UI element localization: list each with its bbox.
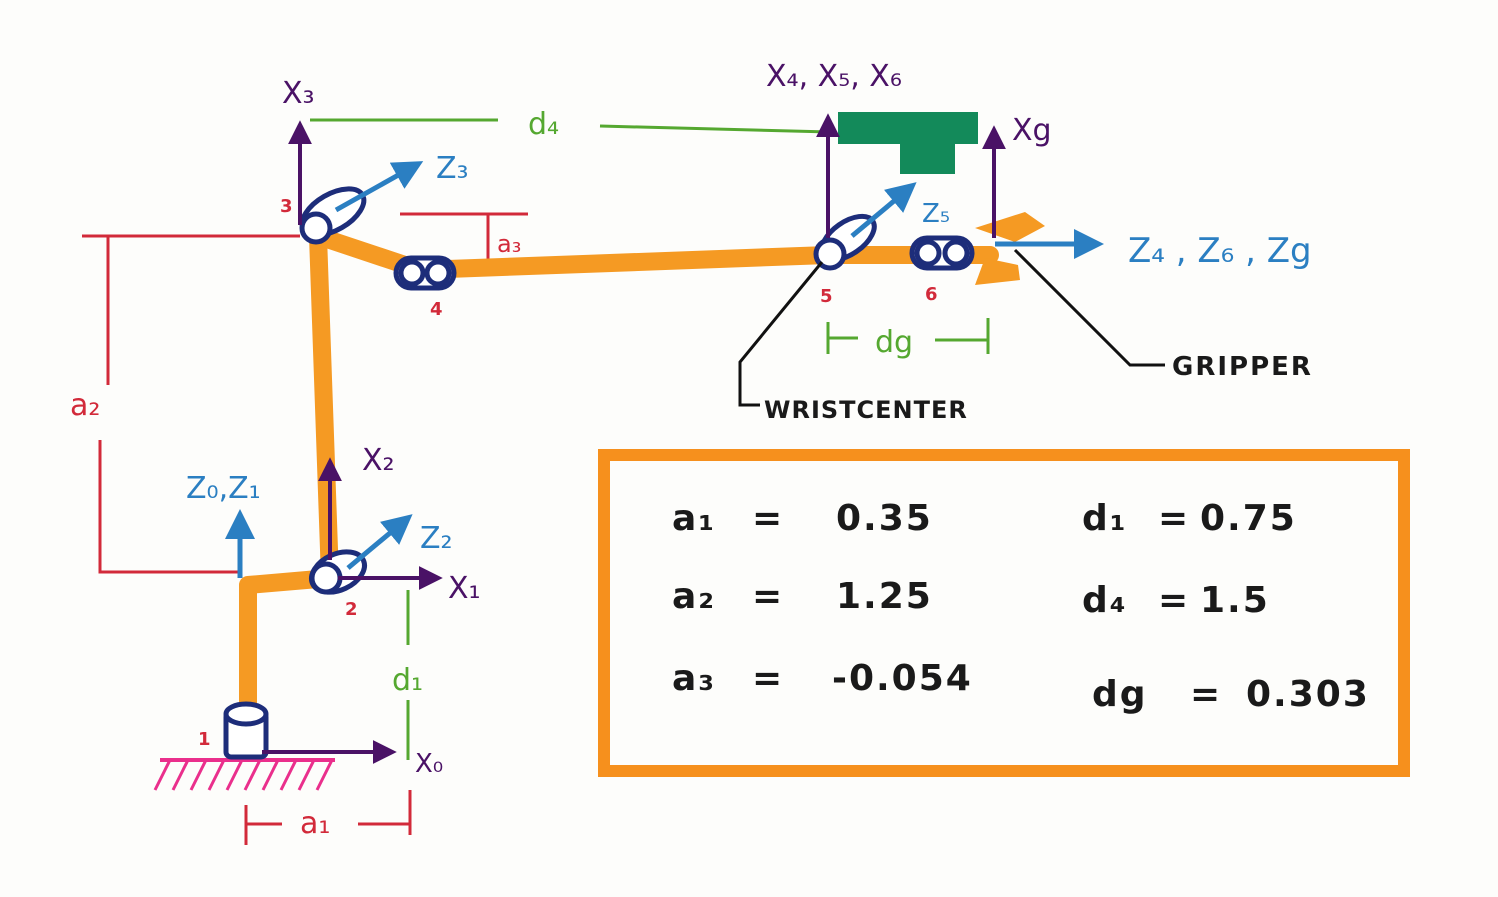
joint-number-5: 5 — [820, 286, 833, 307]
callout-lines — [738, 248, 1165, 407]
z-axes — [225, 161, 1104, 578]
dg-dimension — [826, 318, 990, 354]
z01-label: Z₀,Z₁ — [186, 471, 261, 506]
param-eq-a2: = — [752, 576, 784, 617]
gripper — [838, 112, 1045, 285]
a1-dimension — [244, 790, 412, 845]
a1-label: a₁ — [300, 806, 330, 841]
param-eq-d1: = — [1158, 498, 1190, 539]
wrist-center-label: WRISTCENTER — [764, 396, 968, 424]
z5-label: Z₅ — [922, 199, 950, 229]
d4-label: d₄ — [528, 107, 559, 142]
param-name-d4: d₄ — [1082, 580, 1128, 621]
param-value-a3: -0.054 — [832, 658, 973, 699]
a2-dimension — [82, 234, 300, 574]
param-value-a2: 1.25 — [836, 576, 933, 617]
joint-number-2: 2 — [345, 599, 358, 620]
param-name-a1: a₁ — [672, 498, 716, 539]
joint-2 — [309, 549, 367, 595]
xg-label: Xg — [1012, 113, 1052, 148]
joint-4 — [393, 255, 457, 291]
joint-number-1: 1 — [198, 729, 211, 750]
z46g-label: Z₄ , Z₆ , Zg — [1128, 231, 1312, 271]
joint-6 — [909, 235, 975, 271]
parameter-table: a₁ = 0.35 a₂ = 1.25 a₃ = -0.054 d₁ = 0.7… — [598, 449, 1410, 777]
x-axes — [262, 113, 1006, 764]
param-eq-d4: = — [1158, 580, 1190, 621]
d1-label: d₁ — [392, 663, 423, 698]
param-eq-dg: = — [1190, 674, 1222, 715]
joint-number-3: 3 — [280, 196, 293, 217]
param-eq-a3: = — [752, 658, 784, 699]
z3-label: Z₃ — [436, 151, 469, 186]
joint-number-6: 6 — [925, 284, 938, 305]
a3-label: a₃ — [497, 230, 521, 258]
param-value-a1: 0.35 — [836, 498, 933, 539]
x456-label: X₄, X₅, X₆ — [766, 59, 902, 94]
param-value-dg: 0.303 — [1246, 674, 1370, 715]
param-value-d4: 1.5 — [1200, 580, 1270, 621]
param-name-dg: dg — [1092, 674, 1148, 715]
gripper-label: GRIPPER — [1172, 352, 1313, 382]
d4-dimension — [310, 118, 831, 134]
param-value-d1: 0.75 — [1200, 498, 1297, 539]
x1-label: X₁ — [448, 571, 481, 606]
ground-base — [153, 758, 335, 791]
param-name-a2: a₂ — [672, 576, 716, 617]
x3-label: X₃ — [282, 76, 315, 111]
x2-label: X₂ — [362, 443, 395, 478]
param-name-a3: a₃ — [672, 658, 716, 699]
a2-label: a₂ — [70, 388, 100, 423]
param-name-d1: d₁ — [1082, 498, 1128, 539]
x0-label: X₀ — [415, 749, 443, 779]
robot-links — [239, 227, 999, 729]
joint-1 — [223, 701, 269, 760]
z2-label: Z₂ — [420, 521, 453, 556]
param-eq-a1: = — [752, 498, 784, 539]
joint-number-4: 4 — [430, 299, 443, 320]
dg-label: dg — [875, 325, 913, 360]
